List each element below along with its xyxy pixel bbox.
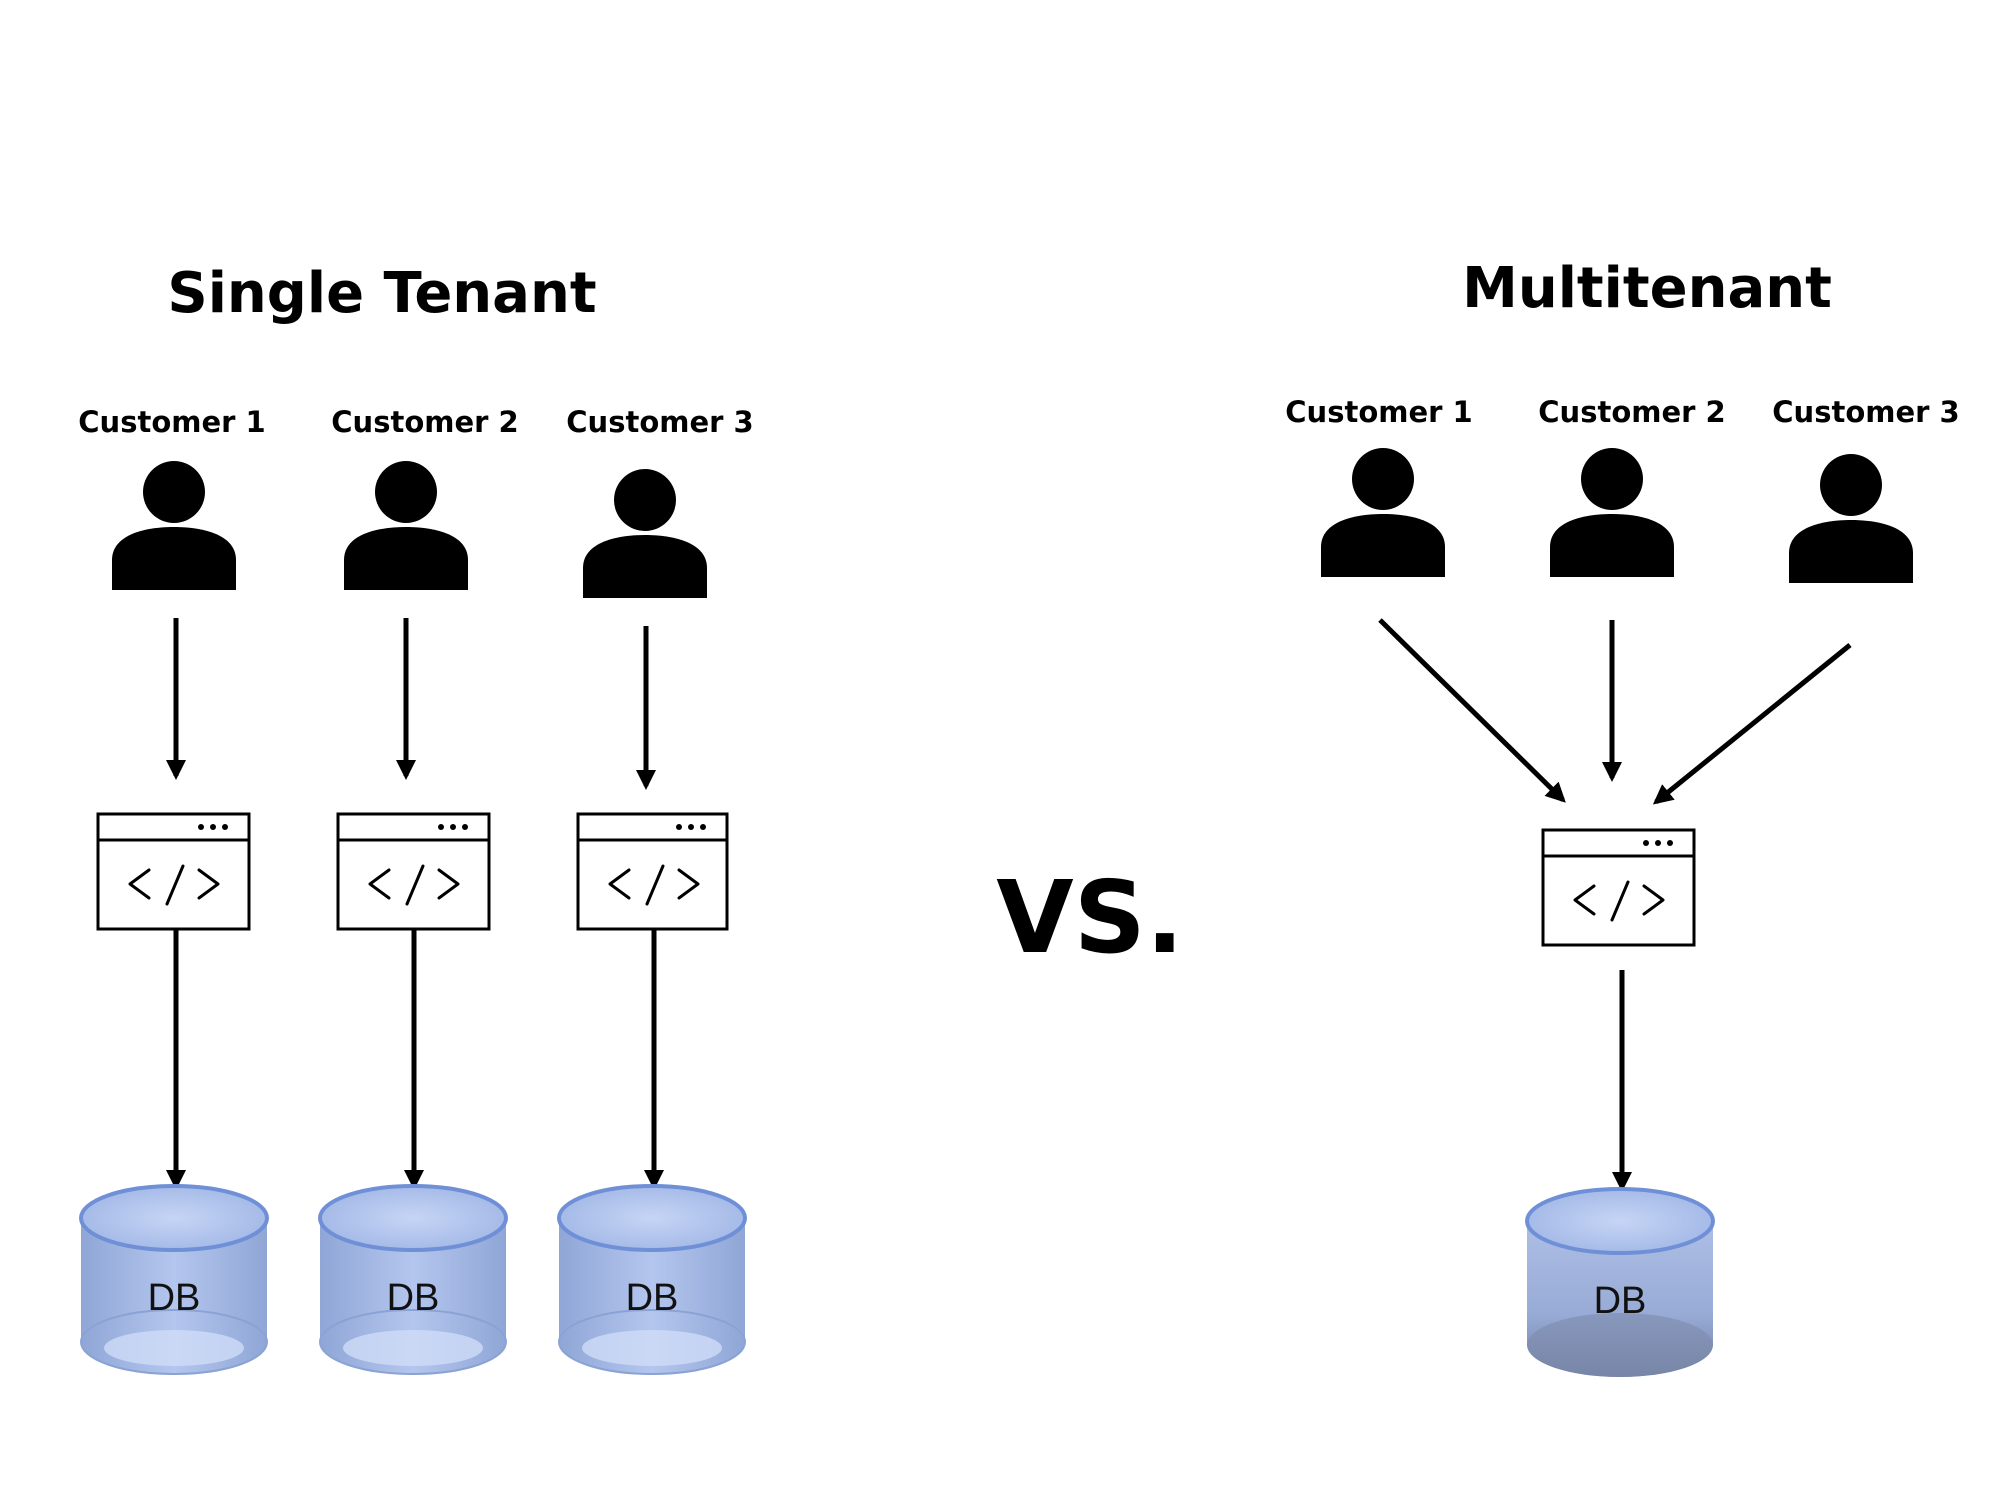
code-window-icon (336, 812, 491, 931)
single-customer-1-label: Customer 1 (78, 405, 265, 439)
arrow-customer1-to-shared-app (1378, 618, 1566, 803)
user-icon (1321, 448, 1445, 577)
single-customer-2-label: Customer 2 (331, 405, 518, 439)
user-icon (344, 461, 468, 590)
single-tenant-title: Single Tenant (167, 261, 596, 326)
user-icon (112, 461, 236, 590)
vs-label: VS. (996, 859, 1183, 976)
database-icon: DB (79, 1184, 269, 1375)
user-icon (1550, 448, 1674, 577)
multi-customer-3-label: Customer 3 (1772, 395, 1959, 429)
code-window-icon (576, 812, 729, 931)
code-window-icon (1541, 828, 1696, 947)
user-icon (583, 469, 707, 598)
db-label: DB (626, 1277, 679, 1319)
multi-customer-1-label: Customer 1 (1285, 395, 1472, 429)
db-label: DB (148, 1277, 201, 1319)
database-icon: DB (557, 1184, 747, 1375)
code-window-icon (96, 812, 251, 931)
arrow-customer3-to-shared-app (1652, 643, 1852, 805)
database-icon: DB (1525, 1187, 1715, 1377)
multi-customer-2-label: Customer 2 (1538, 395, 1725, 429)
single-customer-3-label: Customer 3 (566, 405, 753, 439)
db-label: DB (387, 1277, 440, 1319)
db-label: DB (1594, 1280, 1647, 1322)
database-icon: DB (318, 1184, 508, 1375)
user-icon (1789, 454, 1913, 583)
multitenant-title: Multitenant (1462, 256, 1832, 321)
